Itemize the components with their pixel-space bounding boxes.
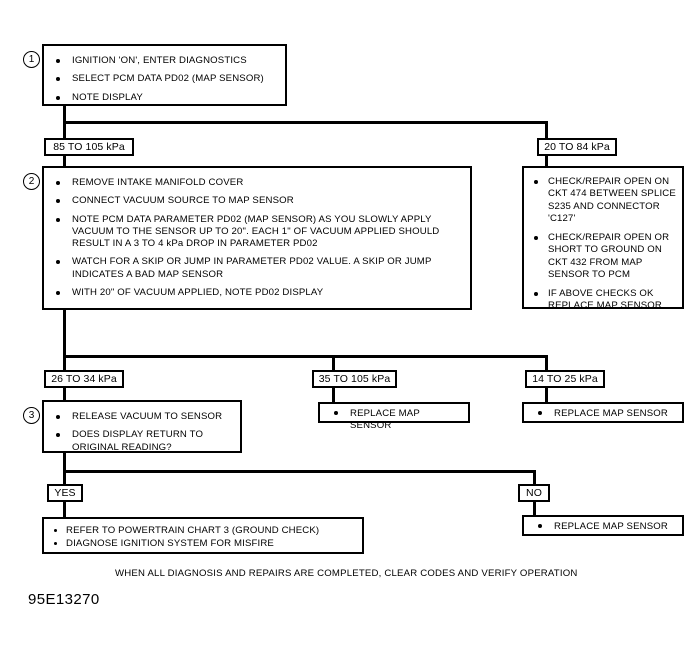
branch-bar-yes-no	[63, 470, 536, 473]
connector-tag14-to-replace	[545, 386, 548, 404]
connector-tag85-to-step2	[63, 154, 66, 168]
connector-yes-to-result	[63, 500, 66, 519]
list-item: REPLACE MAP SENSOR	[530, 408, 676, 420]
connector-no-to-replace	[533, 500, 536, 517]
connector-branch1-right	[545, 121, 548, 140]
list-item: RELEASE VACUUM TO SENSOR	[52, 411, 230, 423]
step-3-list: RELEASE VACUUM TO SENSOR DOES DISPLAY RE…	[52, 411, 230, 454]
branch-label-35-to-105-kpa: 35 TO 105 kPa	[312, 370, 397, 388]
list-item: REMOVE INTAKE MANIFOLD COVER	[52, 177, 460, 189]
step-2-list: REMOVE INTAKE MANIFOLD COVER CONNECT VAC…	[52, 177, 460, 299]
branch-label-14-to-25-kpa: 14 TO 25 kPa	[525, 370, 605, 388]
step-1-list: IGNITION 'ON', ENTER DIAGNOSTICS SELECT …	[52, 55, 275, 104]
step-1-box: IGNITION 'ON', ENTER DIAGNOSTICS SELECT …	[42, 44, 287, 106]
figure-code: 95E13270	[28, 591, 100, 608]
list-item: REFER TO POWERTRAIN CHART 3 (GROUND CHEC…	[48, 525, 354, 537]
branch-label-no: NO	[518, 484, 550, 502]
list-item: CONNECT VACUUM SOURCE TO MAP SENSOR	[52, 195, 460, 207]
branch-label-85-to-105-kpa: 85 TO 105 kPa	[44, 138, 134, 156]
yes-result-box: REFER TO POWERTRAIN CHART 3 (GROUND CHEC…	[42, 517, 364, 554]
connector-branch2-left	[63, 355, 66, 373]
replace-map-sensor-box-middle: REPLACE MAP SENSOR	[318, 402, 470, 431]
connector-yes-down	[63, 470, 66, 486]
branch-label-26-to-34-kpa: 26 TO 34 kPa	[44, 370, 124, 388]
connector-step2-down	[63, 310, 66, 358]
connector-branch2-right	[545, 355, 548, 373]
connector-tag35-to-replace	[332, 386, 335, 404]
list-item: CHECK/REPAIR OPEN ON CKT 474 BETWEEN SPL…	[530, 176, 676, 225]
list-item: CHECK/REPAIR OPEN OR SHORT TO GROUND ON …	[530, 232, 676, 281]
replace-map-sensor-box-right: REPLACE MAP SENSOR	[522, 402, 684, 423]
replace-map-sensor-list-middle: REPLACE MAP SENSOR	[326, 408, 462, 433]
yes-result-list: REFER TO POWERTRAIN CHART 3 (GROUND CHEC…	[48, 525, 354, 551]
list-item: REPLACE MAP SENSOR	[326, 408, 462, 433]
circuit-check-list: CHECK/REPAIR OPEN ON CKT 474 BETWEEN SPL…	[530, 176, 676, 313]
step-number-3: 3	[23, 407, 40, 424]
list-item: REPLACE MAP SENSOR	[530, 521, 676, 533]
connector-no-down	[533, 470, 536, 486]
connector-tag20-to-ckt	[545, 154, 548, 168]
branch-label-yes: YES	[47, 484, 83, 502]
list-item: NOTE PCM DATA PARAMETER PD02 (MAP SENSOR…	[52, 214, 460, 251]
step-3-box: RELEASE VACUUM TO SENSOR DOES DISPLAY RE…	[42, 400, 242, 453]
branch-bar-2	[63, 355, 548, 358]
list-item: NOTE DISPLAY	[52, 92, 275, 104]
footer-note: WHEN ALL DIAGNOSIS AND REPAIRS ARE COMPL…	[115, 568, 578, 579]
connector-branch2-middle	[332, 355, 335, 373]
step-2-box: REMOVE INTAKE MANIFOLD COVER CONNECT VAC…	[42, 166, 472, 310]
connector-step1-down	[63, 106, 66, 124]
list-item: DOES DISPLAY RETURN TO ORIGINAL READING?	[52, 429, 230, 454]
list-item: DIAGNOSE IGNITION SYSTEM FOR MISFIRE	[48, 538, 354, 550]
step-number-1: 1	[23, 51, 40, 68]
replace-map-sensor-box-no-branch: REPLACE MAP SENSOR	[522, 515, 684, 536]
replace-map-sensor-list-right: REPLACE MAP SENSOR	[530, 408, 676, 420]
connector-step3-down	[63, 453, 66, 473]
list-item: IGNITION 'ON', ENTER DIAGNOSTICS	[52, 55, 275, 67]
replace-map-sensor-list-no-branch: REPLACE MAP SENSOR	[530, 521, 676, 533]
branch-label-20-to-84-kpa: 20 TO 84 kPa	[537, 138, 617, 156]
connector-tag26-to-step3	[63, 386, 66, 402]
list-item: IF ABOVE CHECKS OK REPLACE MAP SENSOR	[530, 288, 676, 313]
circuit-check-box: CHECK/REPAIR OPEN ON CKT 474 BETWEEN SPL…	[522, 166, 684, 311]
list-item: WATCH FOR A SKIP OR JUMP IN PARAMETER PD…	[52, 256, 460, 281]
list-item: WITH 20" OF VACUUM APPLIED, NOTE PD02 DI…	[52, 287, 460, 299]
list-item: SELECT PCM DATA PD02 (MAP SENSOR)	[52, 73, 275, 85]
step-number-2: 2	[23, 173, 40, 190]
connector-branch1-left	[63, 121, 66, 140]
branch-bar-1	[63, 121, 548, 124]
